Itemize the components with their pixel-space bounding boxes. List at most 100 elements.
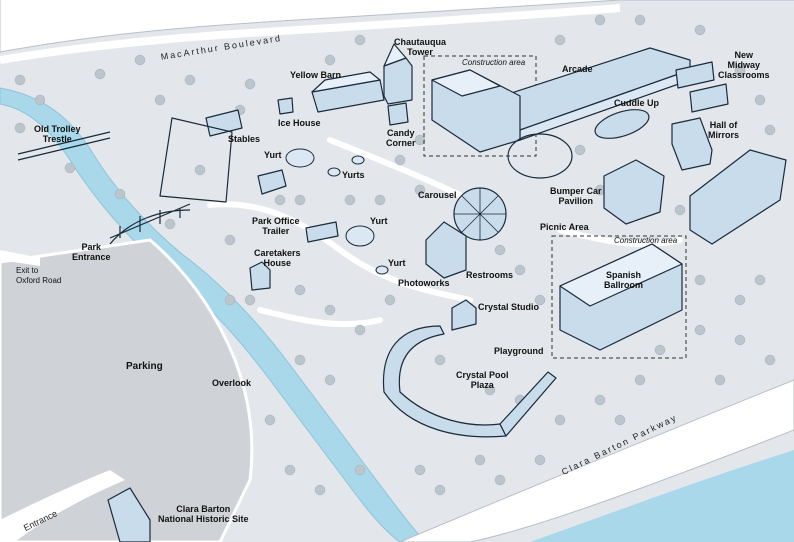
tree — [474, 454, 486, 466]
tree — [224, 294, 236, 306]
bumper-car-ring — [507, 133, 573, 179]
construction-area-label-2: Construction area — [614, 236, 678, 245]
tree — [134, 54, 146, 66]
tree — [694, 274, 706, 286]
ice-house-label: Ice House — [278, 118, 321, 128]
spanish-ballroom-label: Spanish Ballroom — [604, 270, 644, 290]
candy-corner — [387, 102, 409, 126]
tree — [294, 354, 306, 366]
tree — [114, 188, 126, 200]
playground-label: Playground — [494, 346, 544, 356]
tree — [714, 374, 726, 386]
tree — [244, 78, 256, 90]
yurt-3-label: Yurt — [388, 258, 406, 268]
tree — [294, 284, 306, 296]
yurt-3 — [375, 265, 389, 275]
yurts-b — [351, 155, 365, 165]
tree — [324, 304, 336, 316]
old-trolley-label: Old Trolley Trestle — [34, 124, 81, 144]
yurt-2-label: Yurt — [370, 216, 388, 226]
tree — [554, 34, 566, 46]
exit-road — [0, 250, 40, 266]
new-midway-2 — [689, 83, 729, 113]
tree — [324, 374, 336, 386]
chautauqua-tower-label: Chautauqua Tower — [394, 37, 447, 57]
tree — [14, 122, 26, 134]
tree — [154, 94, 166, 106]
caretakers-house — [249, 261, 271, 291]
tree — [754, 94, 766, 106]
macarthur-boulevard — [0, 0, 794, 53]
stables-label: Stables — [228, 134, 261, 144]
yellow-barn-label: Yellow Barn — [290, 70, 342, 80]
macarthur-boulevard-lane — [0, 4, 621, 64]
construction-area-box-2 — [551, 235, 687, 359]
river-water — [530, 450, 794, 542]
yurts-a — [327, 167, 341, 177]
crystal-pool-label: Crystal Pool Plaza — [456, 370, 509, 390]
clara-barton-building — [107, 487, 151, 542]
stables-building — [205, 109, 243, 137]
tree — [634, 14, 646, 26]
tree — [354, 34, 366, 46]
photoworks-building — [425, 221, 467, 279]
park-office-label: Park Office Trailer — [252, 216, 300, 236]
park-entrance-label: Park Entrance — [72, 242, 111, 262]
cuddle-up-label: Cuddle Up — [614, 98, 659, 108]
ice-house — [277, 97, 294, 115]
tree — [694, 24, 706, 36]
tree — [324, 54, 336, 66]
picnic-area-label: Picnic Area — [540, 222, 589, 232]
tree — [344, 194, 356, 206]
tree — [734, 294, 746, 306]
arcade-label: Arcade — [562, 64, 593, 74]
tree — [514, 264, 526, 276]
new-midway-label: New Midway Classrooms — [718, 50, 770, 80]
tree — [764, 124, 776, 136]
tree — [374, 194, 386, 206]
tree — [764, 354, 776, 366]
entrance-road — [0, 470, 125, 542]
park-entrance-bridge — [109, 203, 191, 245]
park-paths — [207, 137, 683, 328]
tree — [734, 334, 746, 346]
tree — [434, 484, 446, 496]
hall-of-mirrors-label: Hall of Mirrors — [708, 120, 740, 140]
tree — [94, 68, 106, 80]
tree — [634, 374, 646, 386]
tree — [14, 74, 26, 86]
tree — [264, 414, 276, 426]
crystal-studio-label: Crystal Studio — [478, 302, 540, 312]
tree — [314, 484, 326, 496]
tree — [354, 324, 366, 336]
tree — [694, 324, 706, 336]
tree — [534, 294, 546, 306]
tree — [284, 464, 296, 476]
park-office-trailer — [305, 221, 339, 243]
photoworks-label: Photoworks — [398, 278, 450, 288]
park-office — [257, 169, 287, 195]
yurt-2 — [345, 225, 375, 247]
tree — [184, 74, 196, 86]
bumper-car-pavilion — [603, 159, 665, 225]
exit-label: Exit to Oxford Road — [16, 266, 62, 285]
trees — [14, 14, 776, 496]
large-east-building — [689, 149, 787, 245]
tree — [534, 454, 546, 466]
parking-lot — [0, 238, 254, 542]
tree — [274, 194, 286, 206]
crystal-pool-wall — [499, 371, 557, 437]
parking-label: Parking — [126, 361, 163, 372]
tree — [244, 294, 256, 306]
hall-of-mirrors — [671, 117, 713, 171]
tree — [224, 234, 236, 246]
tree — [654, 344, 666, 356]
cuddle-up — [594, 109, 650, 139]
crystal-studio — [451, 299, 477, 331]
tree — [294, 194, 306, 206]
old-trolley-trestle — [17, 131, 111, 161]
tree — [414, 184, 426, 196]
candy-corner-label: Candy Corner — [386, 128, 416, 148]
